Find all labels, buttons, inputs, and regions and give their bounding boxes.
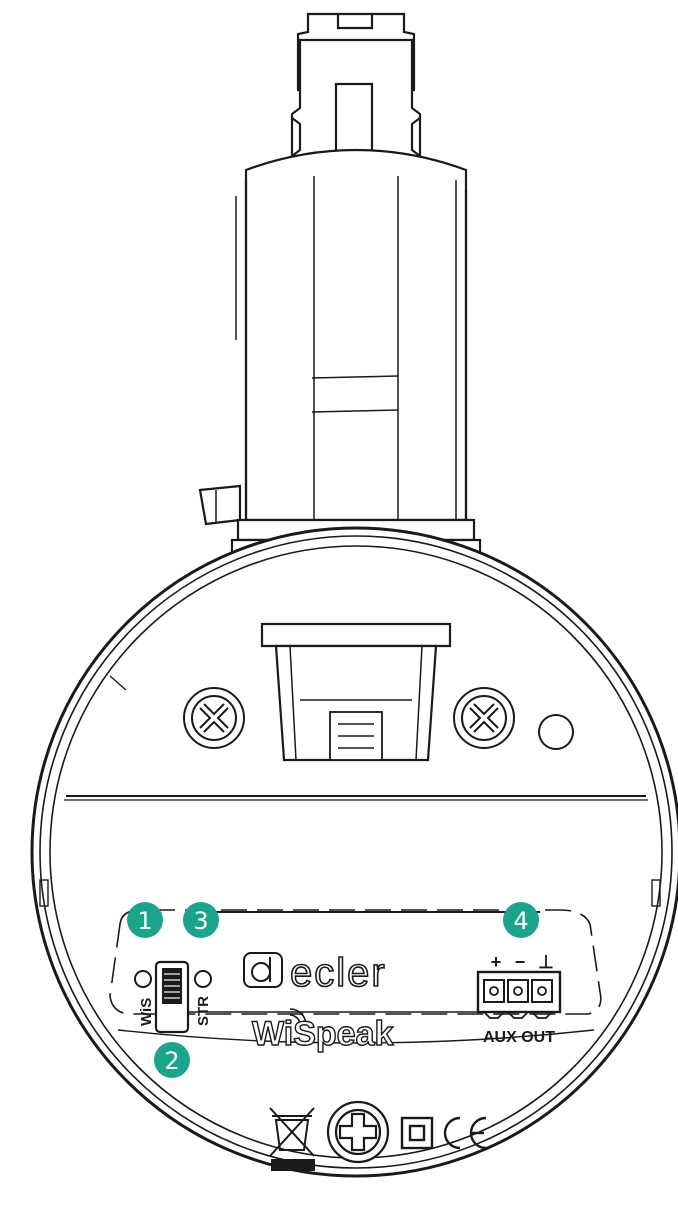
polarity-minus: − — [515, 952, 526, 972]
cable-gland — [260, 622, 452, 762]
aux-out-connector: + − ⊥ AUX OUT — [476, 952, 562, 1046]
aux-out-label: AUX OUT — [483, 1029, 555, 1046]
callout-4: 4 — [503, 902, 539, 938]
ecler-logo: ecler — [243, 950, 387, 996]
ce-mark-icon — [443, 1116, 487, 1150]
callout-2-number: 2 — [164, 1047, 179, 1075]
base-screw-icon — [326, 1100, 390, 1164]
wispeak-logo-text: WiSpeak — [252, 1015, 394, 1053]
polarity-ground: ⊥ — [538, 952, 554, 972]
weee-bin-icon — [269, 1107, 315, 1171]
callout-2: 2 — [154, 1042, 190, 1078]
polarity-plus: + — [491, 952, 502, 972]
callout-1: 1 — [127, 902, 163, 938]
screw-left-icon — [183, 687, 245, 749]
callout-3-number: 3 — [193, 907, 208, 935]
mode-switch: WiS STR — [134, 960, 212, 1034]
hole-icon — [538, 714, 574, 750]
callout-3: 3 — [183, 902, 219, 938]
double-insulation-icon — [400, 1116, 434, 1150]
screw-right-icon — [453, 687, 515, 749]
switch-label-wis: WiS — [138, 998, 155, 1026]
wispeak-logo: WiSpeak — [251, 1008, 394, 1054]
ecler-logo-text: ecler — [290, 951, 387, 995]
callout-4-number: 4 — [513, 907, 528, 935]
switch-label-str: STR — [195, 996, 212, 1026]
callout-1-number: 1 — [137, 907, 152, 935]
